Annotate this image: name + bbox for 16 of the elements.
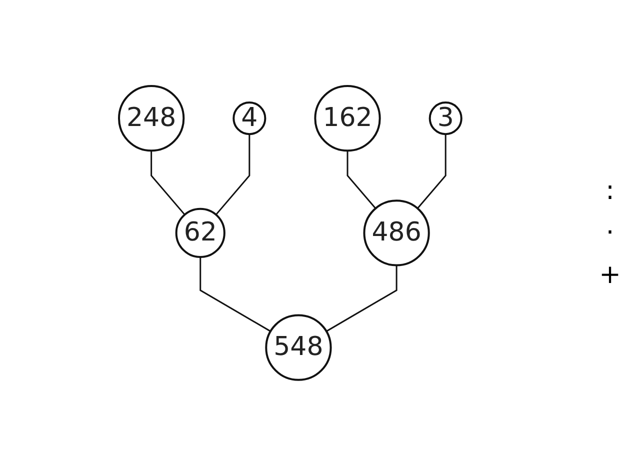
operator-sign: : xyxy=(606,176,614,206)
node-circle: 548 xyxy=(264,314,332,380)
connector xyxy=(215,134,250,215)
connector xyxy=(416,134,446,208)
node-circle: 162 xyxy=(314,84,381,152)
connector xyxy=(199,256,271,332)
connector xyxy=(150,150,186,215)
node-circle: 4 xyxy=(232,101,266,135)
node-circle: 62 xyxy=(175,207,226,258)
connector xyxy=(326,264,398,332)
operator-sign: · xyxy=(606,218,614,248)
connector xyxy=(346,150,376,208)
operator-sign: + xyxy=(599,260,621,290)
node-circle: 3 xyxy=(428,101,462,135)
node-circle: 248 xyxy=(118,84,184,152)
node-circle: 486 xyxy=(363,199,430,266)
